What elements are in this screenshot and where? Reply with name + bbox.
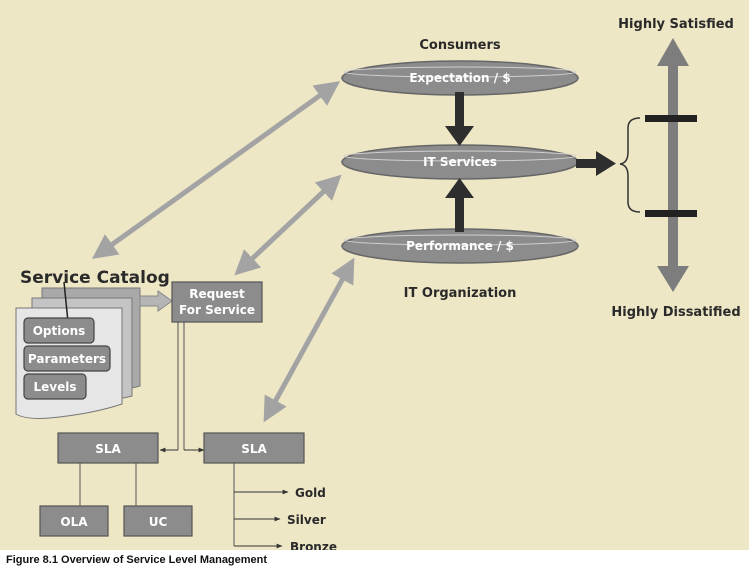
options-box	[23, 317, 95, 344]
satisfaction-scale	[645, 38, 697, 292]
caption-strip	[0, 550, 749, 570]
catalog-consumers-arrow	[91, 81, 341, 259]
sla-left-label: SLA	[95, 442, 121, 456]
levels-label: Levels	[33, 380, 76, 394]
gold-label: Gold	[295, 486, 326, 500]
sla-right-box	[203, 432, 305, 464]
catalog-pointer-line	[63, 281, 69, 323]
options-label: Options	[33, 324, 86, 338]
silver-label: Silver	[287, 513, 326, 527]
request-for-service-box	[171, 281, 263, 323]
request-services-arrow	[234, 174, 342, 276]
expectation-label: Expectation / $	[409, 71, 510, 85]
sla-left-box	[57, 432, 159, 464]
highly-dissatisfied-label: Highly Dissatified	[611, 305, 740, 320]
parameters-box	[23, 345, 111, 372]
catalog-to-request-arrow	[139, 290, 173, 312]
service-catalog-title: Service Catalog	[20, 268, 170, 288]
parameters-label: Parameters	[28, 352, 106, 366]
scale-brace	[619, 117, 641, 213]
services-to-scale-arrow	[576, 151, 616, 176]
request-line1: Request	[189, 287, 245, 301]
figure-caption: Figure 8.1 Overview of Service Level Man…	[6, 554, 267, 566]
expectation-ellipse	[341, 60, 579, 96]
ola-label: OLA	[60, 515, 88, 529]
performance-label: Performance / $	[406, 239, 514, 253]
it-services-label: IT Services	[423, 155, 497, 169]
it-organization-label: IT Organization	[404, 286, 517, 301]
sla-performance-arrow	[263, 257, 355, 423]
highly-satisfied-label: Highly Satisfied	[618, 17, 734, 32]
expectation-to-services-arrow	[445, 92, 474, 146]
levels-box	[23, 373, 87, 400]
sla-right-label: SLA	[241, 442, 267, 456]
uc-box	[123, 505, 193, 537]
request-line2: For Service	[179, 303, 255, 317]
consumers-label: Consumers	[419, 38, 500, 53]
performance-to-services-arrow	[445, 178, 474, 232]
ola-box	[39, 505, 109, 537]
uc-label: UC	[149, 515, 168, 529]
